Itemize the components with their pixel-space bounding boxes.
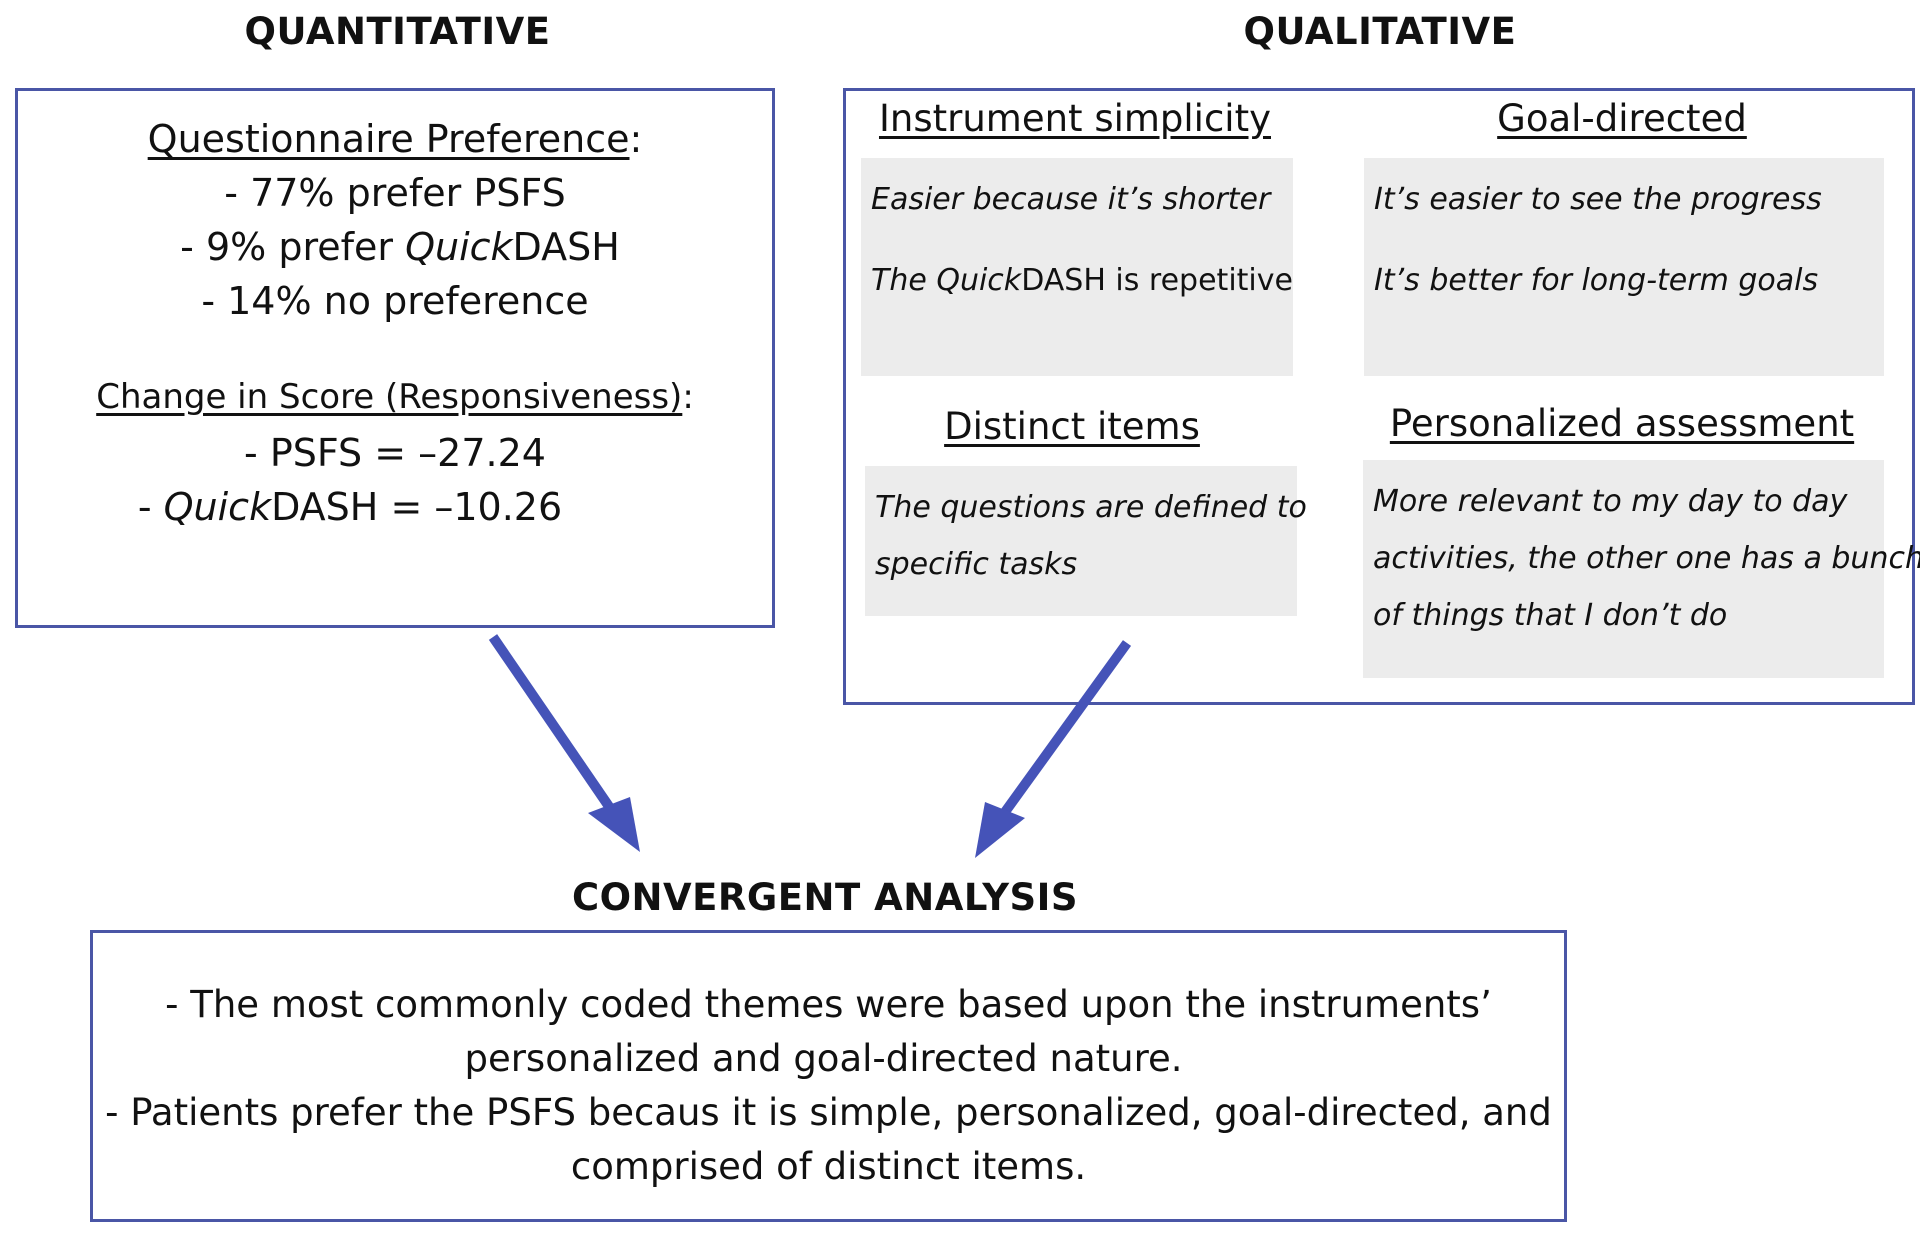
quantitative-box: Questionnaire Preference: - 77% prefer P…	[15, 88, 775, 628]
quote-line: The QuickDASH is repetitive	[871, 263, 1293, 298]
preference-title-text: Questionnaire Preference	[147, 117, 630, 161]
preference-item-quickdash: - 9% prefer QuickDASH	[180, 225, 620, 269]
convergent-line-3: - Patients prefer the PSFS becaus it is …	[105, 1091, 1552, 1134]
theme-title-personalized-assessment: Personalized assessment	[1389, 402, 1855, 445]
arrow-qualitative-to-convergent	[975, 640, 1132, 858]
quote-note-distinct-items: The questions are defined to specific ta…	[865, 466, 1307, 616]
quote-line: The questions are defined to	[875, 490, 1307, 525]
quote-note-personalized-assessment: More relevant to my day to day activitie…	[1363, 460, 1920, 678]
convergent-box: - The most commonly coded themes were ba…	[90, 930, 1567, 1222]
theme-title-distinct-items: Distinct items	[944, 405, 1200, 448]
preference-item-psfs: - 77% prefer PSFS	[224, 171, 566, 215]
quote-line: activities, the other one has a bunch	[1373, 541, 1920, 576]
quote-line: Easier because it’s shorter	[871, 182, 1271, 217]
change-item-quickdash: - QuickDASH = –10.26	[137, 485, 563, 529]
change-item-psfs: - PSFS = –27.24	[244, 431, 546, 475]
qualitative-heading: QUALITATIVE	[1243, 10, 1517, 53]
arrow-quantitative-to-convergent	[488, 634, 640, 852]
quote-line: It’s easier to see the progress	[1374, 182, 1822, 217]
questionnaire-preference-title: Questionnaire Preference:	[147, 117, 643, 161]
convergent-analysis-heading: CONVERGENT ANALYSIS	[571, 876, 1079, 919]
convergent-line-4: comprised of distinct items.	[570, 1145, 1087, 1188]
quote-note-instrument-simplicity: Easier because it’s shorter The QuickDAS…	[861, 158, 1293, 376]
quote-line: It’s better for long-term goals	[1374, 263, 1819, 298]
quote-line: specific tasks	[875, 547, 1078, 582]
quote-note-goal-directed: It’s easier to see the progress It’s bet…	[1364, 158, 1884, 376]
change-in-score-title: Change in Score (Responsiveness):	[96, 377, 694, 417]
convergent-line-2: personalized and goal-directed nature.	[464, 1037, 1183, 1080]
preference-item-none: - 14% no preference	[201, 279, 589, 323]
quote-line: More relevant to my day to day	[1373, 484, 1848, 519]
theme-title-goal-directed: Goal-directed	[1497, 97, 1747, 140]
theme-title-instrument-simplicity: Instrument simplicity	[878, 97, 1271, 140]
convergent-line-1: - The most commonly coded themes were ba…	[165, 983, 1492, 1026]
quantitative-heading: QUANTITATIVE	[244, 10, 551, 53]
quote-line: of things that I don’t do	[1373, 598, 1728, 633]
